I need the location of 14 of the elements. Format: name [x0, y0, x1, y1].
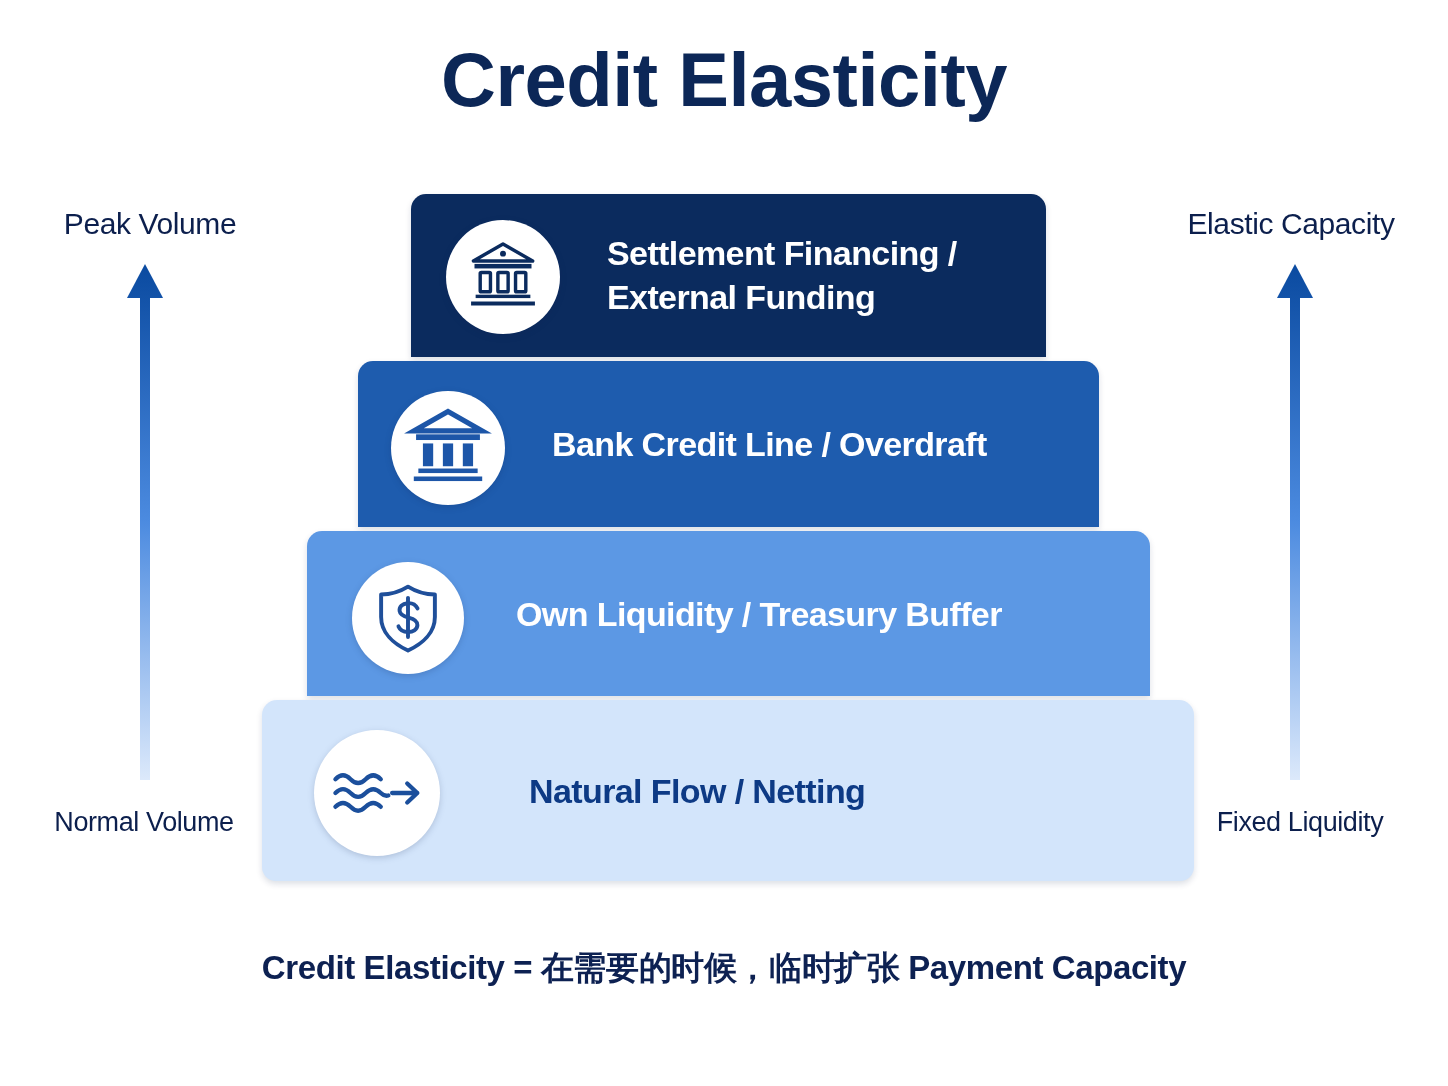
tier-label: Natural Flow / Netting [529, 770, 866, 812]
tier-band [358, 361, 1099, 527]
title: Credit Elasticity [441, 38, 1007, 122]
tier-label: Own Liquidity / Treasury Buffer [516, 593, 1002, 635]
scale-label: Normal Volume [54, 806, 234, 838]
tier-band [411, 194, 1046, 357]
tier-label: Settlement Financing / External Funding [607, 232, 958, 319]
tier-band [307, 531, 1150, 696]
tier-band [262, 700, 1194, 881]
scale-label: Peak Volume [63, 207, 237, 241]
scale-label: Fixed Liquidity [1216, 806, 1384, 838]
scale-label: Elastic Capacity [1187, 207, 1395, 241]
caption: Credit Elasticity = 在需要的时候，临时扩张 Payment Capacity [261, 947, 1187, 988]
tier-label: Bank Credit Line / Overdraft [552, 423, 987, 465]
